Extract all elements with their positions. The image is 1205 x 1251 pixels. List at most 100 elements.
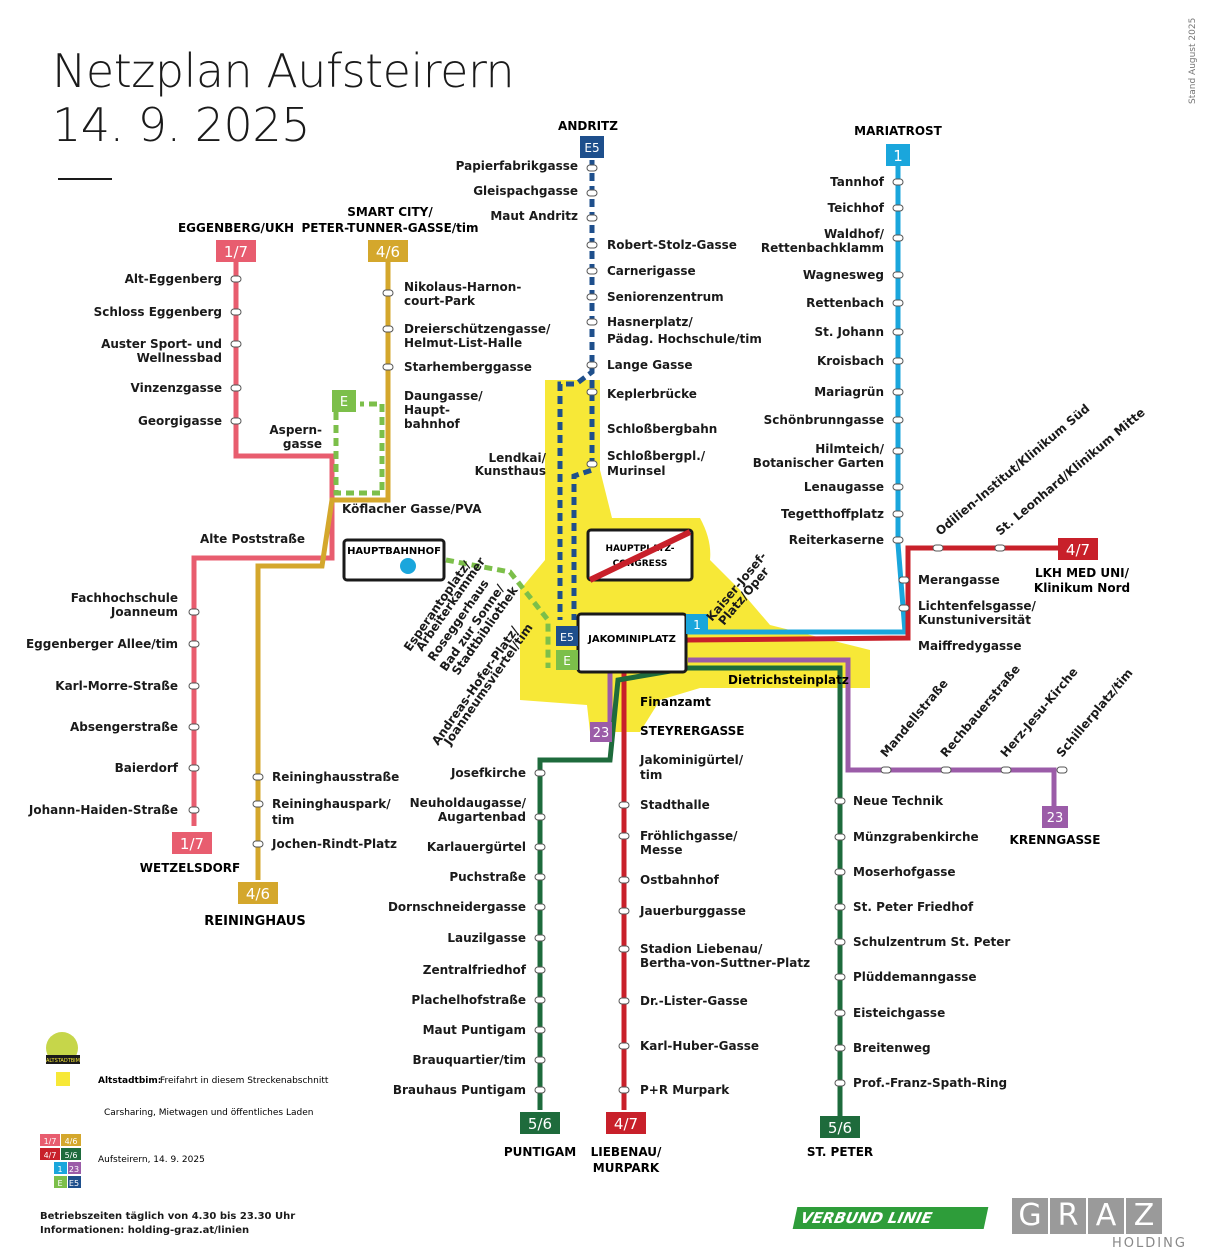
stop-marker-l56r-7[interactable] <box>834 1044 846 1052</box>
stop-marker-l56r-1[interactable] <box>834 833 846 841</box>
stop-marker-e5-3[interactable] <box>586 241 598 249</box>
stop-marker-l56l-10[interactable] <box>534 1086 546 1094</box>
badge-e5[interactable] <box>580 136 604 158</box>
badge-e-jak[interactable] <box>556 650 578 670</box>
stop-marker-l17-4[interactable] <box>230 384 242 392</box>
stop-marker-l56l-1[interactable] <box>534 813 546 821</box>
stop-marker-l1-lich[interactable] <box>898 604 910 612</box>
stop-marker-l56l-5[interactable] <box>534 934 546 942</box>
stop-marker-l47s-4[interactable] <box>618 945 630 953</box>
stop-marker-l17b-4[interactable] <box>188 764 200 772</box>
stop-marker-l56r-2[interactable] <box>834 868 846 876</box>
stop-marker-l47s-7[interactable] <box>618 1086 630 1094</box>
stop-label-e5-6: Hasnerplatz/ <box>607 315 693 329</box>
stop-marker-l56l-2[interactable] <box>534 843 546 851</box>
stop-marker-e5-0[interactable] <box>586 164 598 172</box>
stop-marker-l56l-9[interactable] <box>534 1056 546 1064</box>
stop-marker-rechbauer[interactable] <box>940 766 952 774</box>
stop-marker-l17b-0[interactable] <box>188 608 200 616</box>
stop-marker-l46b-1[interactable] <box>252 800 264 808</box>
stop-marker-l47s-0[interactable] <box>618 801 630 809</box>
stop-marker-l1-3[interactable] <box>892 271 904 279</box>
stop-marker-e5-9[interactable] <box>586 460 598 468</box>
footer-link[interactable]: Informationen: holding-graz.at/linien <box>40 1225 250 1236</box>
badge-e[interactable] <box>332 390 356 412</box>
stop-marker-l56r-6[interactable] <box>834 1009 846 1017</box>
stop-marker-l47s-1[interactable] <box>618 832 630 840</box>
stop-marker-l46b-0[interactable] <box>252 773 264 781</box>
stop-marker-l56l-0[interactable] <box>534 769 546 777</box>
stop-marker-l47s-2[interactable] <box>618 876 630 884</box>
stop-marker-e5-6[interactable] <box>586 318 598 326</box>
badge-e5-jak[interactable] <box>556 626 578 646</box>
stop-marker-l56r-8[interactable] <box>834 1079 846 1087</box>
stop-marker-l56l-6[interactable] <box>534 966 546 974</box>
stop-marker-e5-4[interactable] <box>586 267 598 275</box>
stop-marker-e5-5[interactable] <box>586 293 598 301</box>
stop-marker-l17-0[interactable] <box>230 275 242 283</box>
stop-marker-l47s-6[interactable] <box>618 1042 630 1050</box>
badge-46-bot[interactable] <box>238 882 278 904</box>
stop-marker-l47s-5[interactable] <box>618 997 630 1005</box>
stop-marker-l17b-3[interactable] <box>188 723 200 731</box>
stop-marker-l17b-5[interactable] <box>188 806 200 814</box>
stop-marker-l1-11[interactable] <box>892 510 904 518</box>
line-e5-return <box>571 380 595 620</box>
stop-label-l56r-4: Schulzentrum St. Peter <box>853 935 1010 949</box>
stop-marker-l1-12[interactable] <box>892 536 904 544</box>
stop-marker-schiller[interactable] <box>1056 766 1068 774</box>
badge-47-bot[interactable] <box>606 1112 646 1134</box>
stop-marker-e5-8[interactable] <box>586 388 598 396</box>
stop-marker-l17b-1[interactable] <box>188 640 200 648</box>
stop-marker-l56r-0[interactable] <box>834 797 846 805</box>
stop-marker-l56l-3[interactable] <box>534 873 546 881</box>
stop-marker-l1-0[interactable] <box>892 178 904 186</box>
stop-marker-l17-2[interactable] <box>230 340 242 348</box>
stop-marker-l56r-4[interactable] <box>834 938 846 946</box>
badge-1[interactable] <box>886 144 910 166</box>
stop-marker-l1-4[interactable] <box>892 299 904 307</box>
stop-marker-l46-0[interactable] <box>382 289 394 297</box>
stop-marker-leonhard[interactable] <box>994 544 1006 552</box>
stop-marker-l46-2[interactable] <box>382 363 394 371</box>
stop-marker-l1-10[interactable] <box>892 483 904 491</box>
stop-marker-mandell[interactable] <box>880 766 892 774</box>
stop-marker-l1-mer[interactable] <box>898 576 910 584</box>
stop-label-l56r-6: Eisteichgasse <box>853 1006 945 1020</box>
badge-1-jak[interactable] <box>686 614 708 634</box>
stop-marker-e5-2[interactable] <box>586 214 598 222</box>
stop-marker-l1-6[interactable] <box>892 357 904 365</box>
badge-56-right[interactable] <box>820 1116 860 1138</box>
badge-47-right[interactable] <box>1058 538 1098 560</box>
badge-e5-label: E5 <box>584 141 599 155</box>
stop-marker-l1-7[interactable] <box>892 388 904 396</box>
stop-marker-l46b-2[interactable] <box>252 840 264 848</box>
badge-23-end[interactable] <box>1042 806 1068 828</box>
stop-marker-l17-1[interactable] <box>230 308 242 316</box>
badge-23-mid[interactable] <box>590 722 612 742</box>
stop-marker-l56r-5[interactable] <box>834 973 846 981</box>
stop-marker-l56l-4[interactable] <box>534 903 546 911</box>
stop-marker-l1-2[interactable] <box>892 234 904 242</box>
badge-46-top[interactable] <box>368 240 408 262</box>
stop-marker-l17b-2[interactable] <box>188 682 200 690</box>
stop-marker-l47s-3[interactable] <box>618 907 630 915</box>
stop-marker-l1-9[interactable] <box>892 447 904 455</box>
stop-marker-herzjesu[interactable] <box>1000 766 1012 774</box>
stop-marker-l1-8[interactable] <box>892 416 904 424</box>
hub-hauptbahnhof[interactable] <box>342 538 446 582</box>
badge-17-top[interactable] <box>216 240 256 262</box>
stop-marker-e5-1[interactable] <box>586 189 598 197</box>
stop-marker-l56l-7[interactable] <box>534 996 546 1004</box>
stop-marker-e5-7[interactable] <box>586 361 598 369</box>
stop-marker-l46-1[interactable] <box>382 325 394 333</box>
stop-marker-odilien[interactable] <box>932 544 944 552</box>
stop-marker-l1-5[interactable] <box>892 328 904 336</box>
stop-marker-l56r-3[interactable] <box>834 903 846 911</box>
badge-56-left[interactable] <box>520 1112 560 1134</box>
legend-swatch-23 <box>68 1162 81 1174</box>
stop-marker-l17-5[interactable] <box>230 417 242 425</box>
stop-marker-l56l-8[interactable] <box>534 1026 546 1034</box>
stop-marker-l1-1[interactable] <box>892 204 904 212</box>
badge-17-bot[interactable] <box>172 832 212 854</box>
